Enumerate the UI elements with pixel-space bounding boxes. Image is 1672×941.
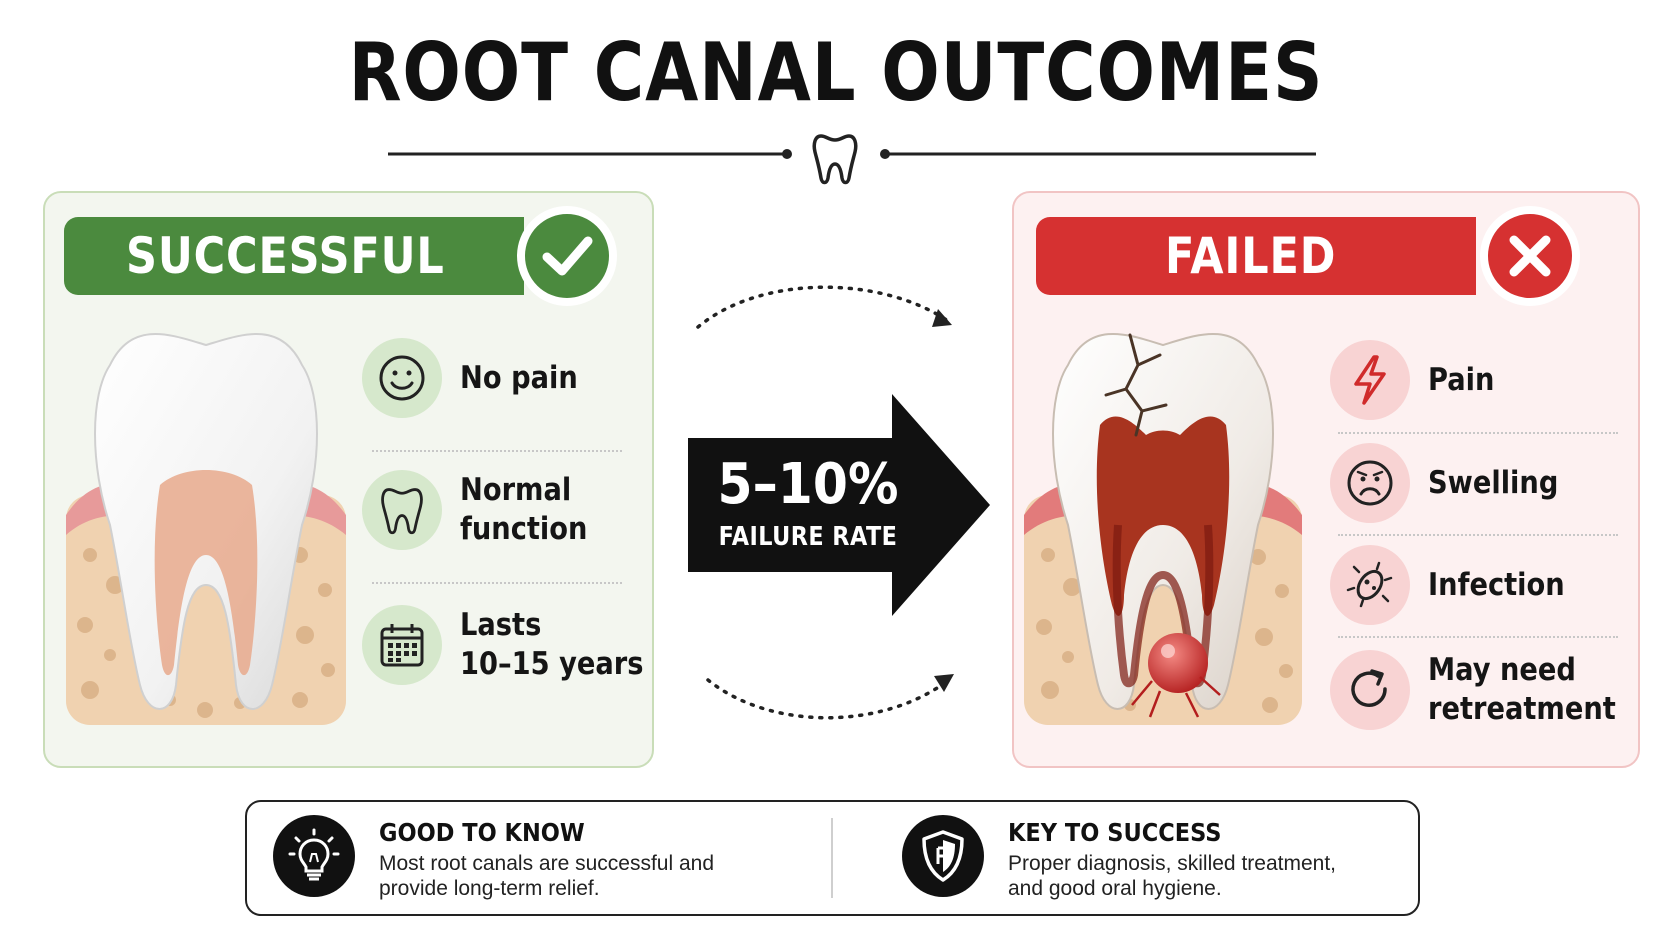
failure-rate-caption: FAILURE RATE [718, 522, 898, 552]
tooth-icon [812, 134, 858, 185]
failed-item-pain: Pain [1330, 340, 1504, 420]
bacteria-icon [1330, 545, 1410, 625]
failed-divider [1338, 432, 1618, 434]
close-icon [1509, 235, 1551, 277]
title-divider [388, 134, 1316, 185]
successful-banner: SUCCESSFUL [64, 217, 524, 295]
failed-tooth-illustration [1024, 333, 1302, 725]
key-to-success-section: KEY TO SUCCESS Proper diagnosis, skilled… [902, 812, 1336, 901]
failed-banner: FAILED [1036, 217, 1476, 295]
failed-item-retreatment: May need retreatment [1330, 650, 1641, 730]
good-to-know-text: Most root canals are successful and prov… [379, 852, 714, 900]
shield-icon [902, 815, 984, 897]
dotted-arrow-top [696, 285, 952, 329]
success-item-normal-function: Normal function [362, 470, 605, 550]
success-divider [372, 450, 622, 452]
key-to-success-heading: KEY TO SUCCESS [1008, 818, 1222, 847]
good-to-know-heading: GOOD TO KNOW [379, 818, 585, 847]
dotted-arrow-bottom [706, 674, 954, 720]
success-item-lasts: Lasts 10–15 years [362, 605, 668, 685]
failure-rate-percentage: 5–10% [717, 452, 899, 517]
success-divider [372, 582, 622, 584]
tooth-icon [362, 470, 442, 550]
key-to-success-text: Proper diagnosis, skilled treatment, and… [1008, 852, 1336, 900]
calendar-icon [362, 605, 442, 685]
good-to-know-section: GOOD TO KNOW Most root canals are succes… [273, 812, 714, 901]
checkmark-badge [517, 206, 617, 306]
failed-divider [1338, 534, 1618, 536]
info-divider [831, 818, 833, 898]
checkmark-icon [542, 236, 593, 276]
failed-item-infection: Infection [1330, 545, 1583, 625]
x-badge [1480, 206, 1580, 306]
page-title: ROOT CANAL OUTCOMES [348, 26, 1324, 119]
sad-face-icon [1330, 443, 1410, 523]
smiley-face-icon [362, 338, 442, 418]
healthy-tooth-illustration [66, 333, 346, 725]
retreatment-arrow-icon [1330, 650, 1410, 730]
success-item-no-pain: No pain [362, 338, 594, 418]
lightning-bolt-icon [1330, 340, 1410, 420]
failed-item-swelling: Swelling [1330, 443, 1576, 523]
failed-divider [1338, 636, 1618, 638]
failure-rate-arrow [688, 394, 990, 616]
lightbulb-icon [273, 815, 355, 897]
